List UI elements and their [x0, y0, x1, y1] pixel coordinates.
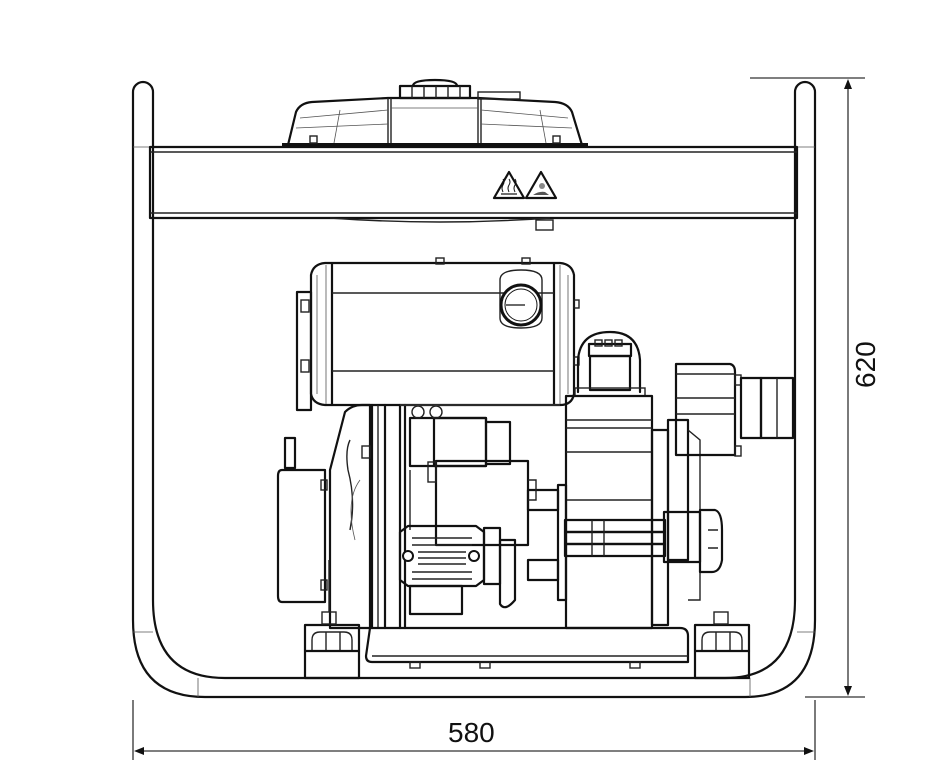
base-plate — [364, 626, 690, 669]
outlet-port — [674, 362, 795, 457]
hot-surface-warning-icon — [492, 170, 526, 200]
engine-block — [370, 403, 560, 630]
cylinder-head — [398, 524, 517, 616]
shock-mount-left — [303, 560, 361, 680]
fuel-tank — [282, 96, 588, 147]
drain-knob — [662, 508, 724, 574]
caution-warning-icon — [524, 170, 558, 200]
recoil-starter — [276, 403, 372, 630]
shock-mount-right — [693, 611, 751, 680]
dimension-height — [750, 77, 865, 698]
muffler — [295, 257, 580, 412]
height-dimension-label: 620 — [850, 341, 881, 388]
drive-shaft — [526, 488, 667, 582]
cross-bar — [148, 145, 799, 231]
dimension-width — [132, 700, 816, 760]
air-filter — [574, 330, 646, 397]
frame — [131, 80, 817, 699]
fuel-cap — [398, 78, 521, 100]
width-dimension-label: 580 — [448, 717, 495, 748]
muffler-cap — [499, 269, 543, 329]
